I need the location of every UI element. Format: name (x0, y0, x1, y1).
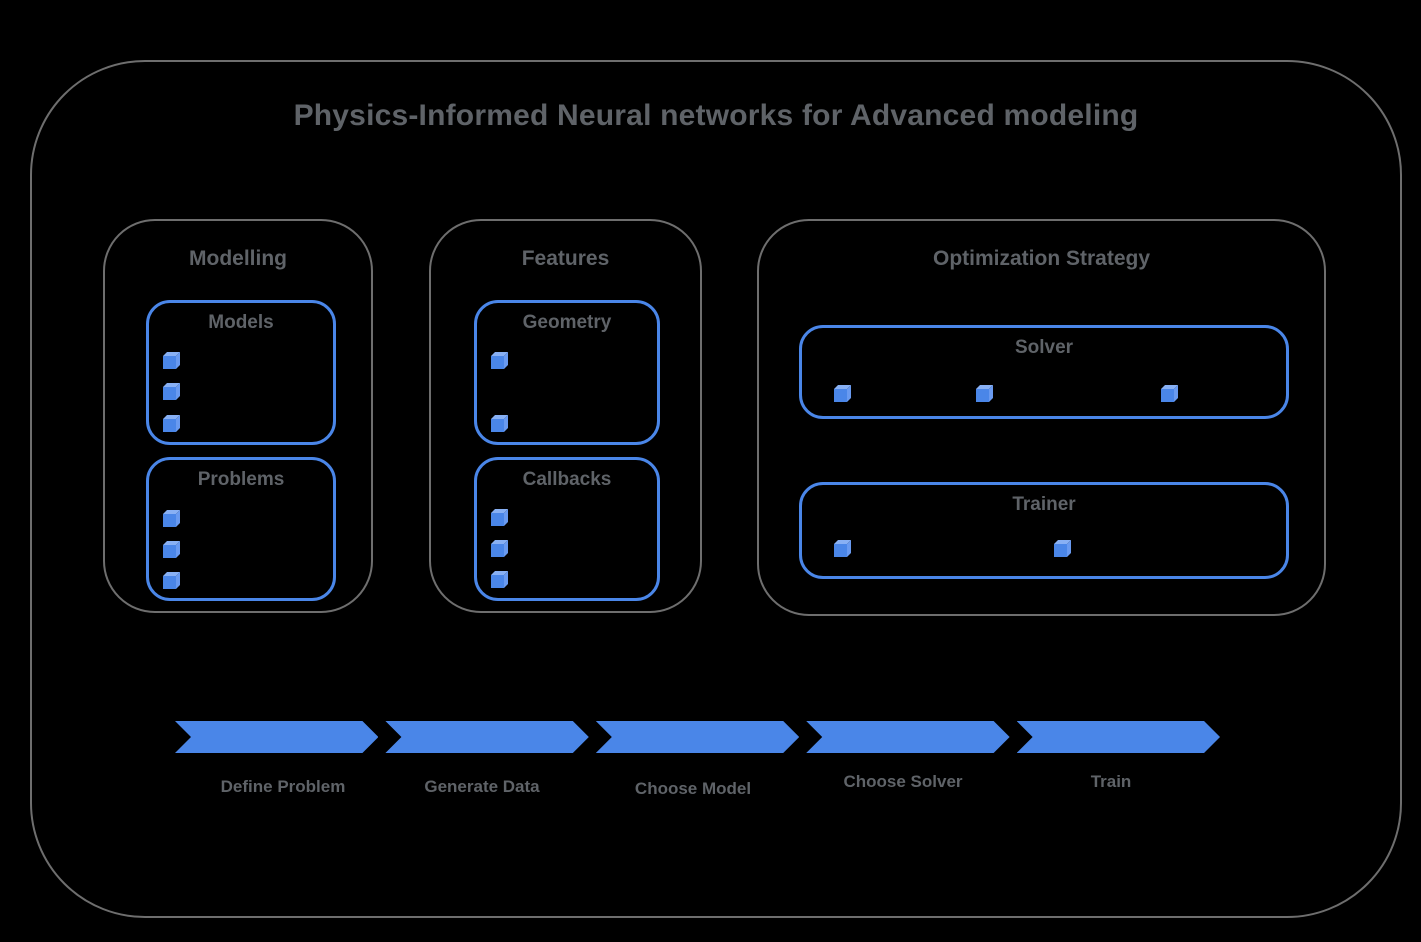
cube-icon (491, 540, 508, 557)
chevron-segment-icon (175, 721, 378, 753)
cube-icon (163, 541, 180, 558)
cube-icon (491, 415, 508, 432)
card-title: Callbacks (522, 469, 612, 490)
workflow-step-label: Define Problem (220, 777, 346, 796)
card-geometry: Geometry (474, 300, 660, 445)
card-title: Problems (197, 469, 285, 490)
cube-icon (834, 385, 851, 402)
card-problems: Problems (146, 457, 336, 601)
cube-icon (491, 509, 508, 526)
card-callbacks: Callbacks (474, 457, 660, 601)
card-models: Models (146, 300, 336, 445)
cube-icon (163, 415, 180, 432)
workflow-step-label: Generate Data (424, 777, 540, 796)
cube-icon (1161, 385, 1178, 402)
section-modelling: Modelling Models Problems (103, 219, 373, 613)
cube-icon (976, 385, 993, 402)
card-title: Trainer (1012, 494, 1076, 515)
cube-icon (163, 510, 180, 527)
workflow-step-label: Train (1090, 772, 1132, 791)
card-title: Geometry (522, 312, 612, 333)
chevron-segment-icon (596, 721, 799, 753)
card-title: Models (208, 312, 274, 333)
cube-icon (163, 352, 180, 369)
card-title: Solver (1014, 337, 1074, 358)
chevron-segment-icon (385, 721, 588, 753)
cube-icon (491, 571, 508, 588)
section-title: Optimization Strategy (932, 247, 1151, 270)
diagram-title: Physics-Informed Neural networks for Adv… (293, 99, 1139, 132)
section-features: Features Geometry Callbacks (429, 219, 702, 613)
workflow-step-label: Choose Solver (843, 772, 963, 791)
chevron-segment-icon (806, 721, 1009, 753)
workflow-step-label: Choose Model (634, 779, 752, 798)
chevron-segment-icon (1017, 721, 1220, 753)
card-solver: Solver (799, 325, 1289, 419)
cube-icon (834, 540, 851, 557)
diagram-container (30, 60, 1402, 918)
section-title: Modelling (189, 247, 287, 270)
workflow-arrow (175, 721, 1220, 753)
section-title: Features (521, 247, 610, 270)
cube-icon (491, 352, 508, 369)
cube-icon (163, 383, 180, 400)
section-optimization-strategy: Optimization Strategy Solver Trainer (757, 219, 1326, 616)
cube-icon (163, 572, 180, 589)
card-trainer: Trainer (799, 482, 1289, 579)
cube-icon (1054, 540, 1071, 557)
